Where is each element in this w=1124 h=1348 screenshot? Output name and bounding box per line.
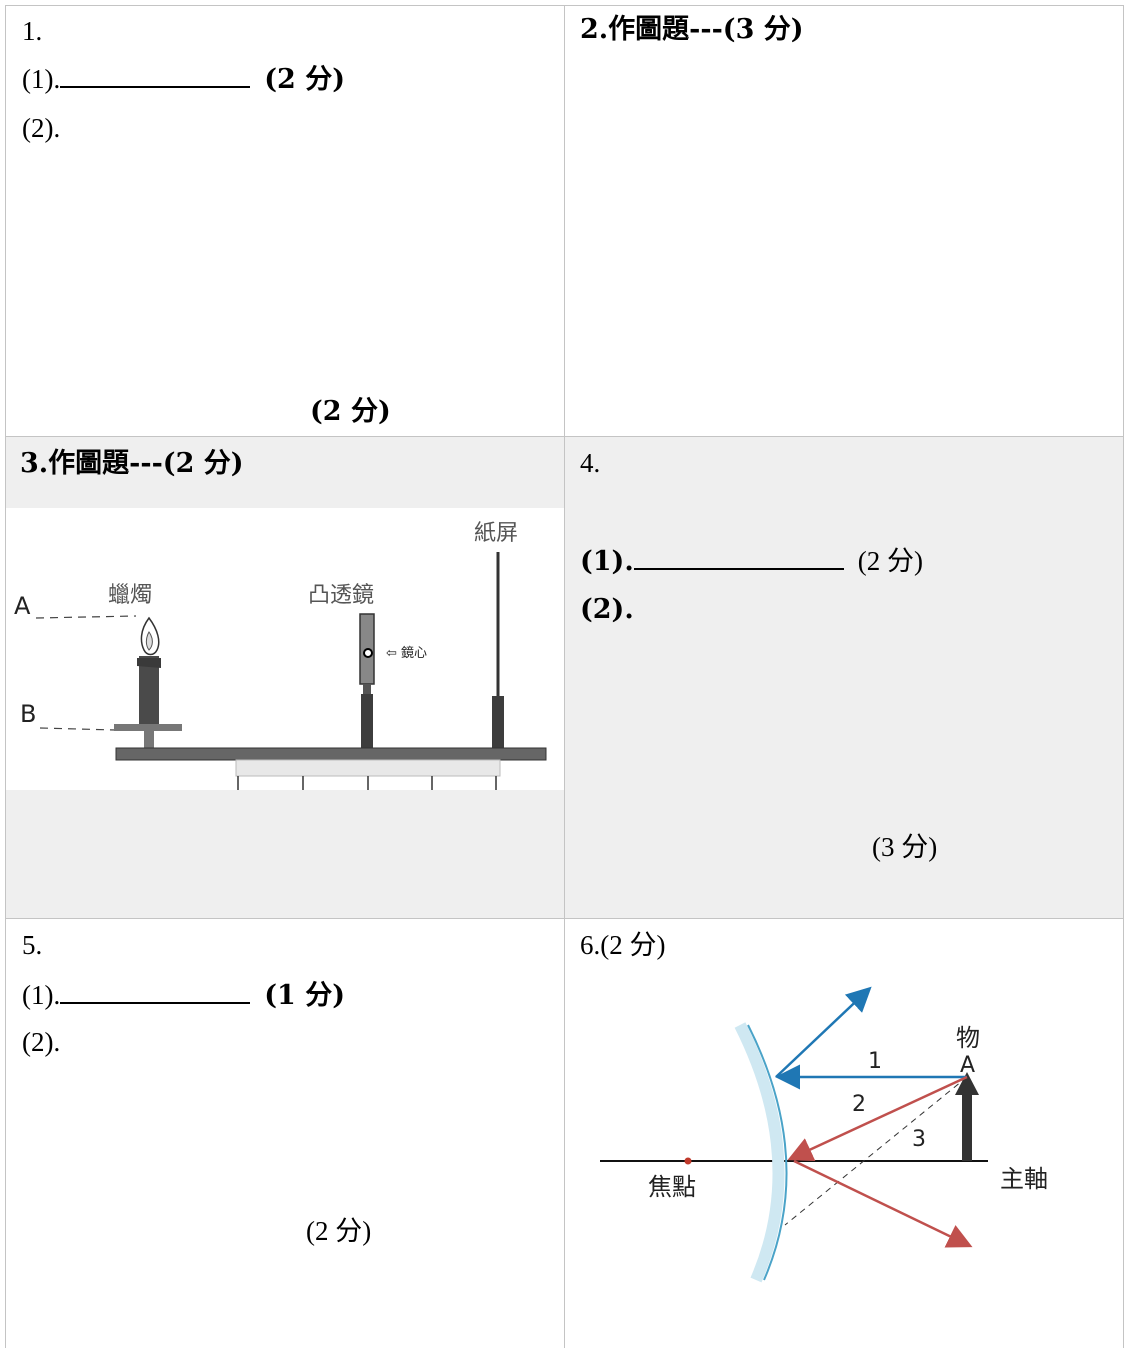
object-label: 物 [956, 1024, 980, 1052]
q5-part1: (1). (1 分) [22, 980, 345, 1011]
q1-number: 1. [22, 16, 43, 46]
focus-label: 焦點 [648, 1173, 696, 1201]
lens-center-label: ⇦ 鏡心 [386, 646, 427, 661]
q4-answer-blank-1[interactable] [633, 546, 844, 570]
candle-stand [144, 730, 154, 748]
mirror-back [734, 1022, 785, 1283]
q1-part2-score: (2 分) [310, 396, 391, 427]
ray-2-incident [787, 1075, 968, 1161]
q1-answer-blank-1[interactable] [60, 64, 251, 88]
point-a-dash [35, 615, 137, 619]
q1-part1: (1). (2 分) [22, 64, 345, 95]
candle-top [137, 658, 161, 668]
ray-3-label: 3 [912, 1127, 926, 1152]
column-divider [564, 5, 565, 1348]
q3-figure-background [6, 508, 564, 790]
q5-number: 5. [22, 930, 43, 960]
table-border-left [5, 5, 6, 1348]
ray-2-reflected [793, 1159, 973, 1248]
lens-label: 凸透鏡 [308, 583, 374, 608]
lens-stand [361, 694, 373, 750]
q3-lens-experiment-figure: 紙屏 蠟燭 凸透鏡 A B ⇦ 鏡心 [6, 508, 564, 790]
ray-1-reflected [775, 986, 872, 1078]
q4-cell-background [565, 437, 1123, 918]
construction-dashed-line [784, 1076, 968, 1226]
focal-point [684, 1157, 692, 1165]
point-a-label: A [960, 1053, 975, 1078]
q5-part2-score: (2 分) [306, 1216, 372, 1246]
q1-part2-label: (2). [22, 113, 61, 143]
q4-part1: (1). (2 分) [580, 546, 923, 577]
lens-center-dot [363, 648, 373, 658]
axis-label: 主軸 [1000, 1165, 1048, 1193]
lens-joint [363, 684, 371, 694]
q1-part1-score: (2 分) [264, 64, 345, 95]
q5-answer-blank-1[interactable] [60, 980, 251, 1004]
ray-2-label: 2 [852, 1092, 866, 1117]
candle-body [139, 656, 159, 726]
q5-part1-score: (1 分) [264, 980, 345, 1011]
candle-holder [114, 724, 182, 731]
q4-part1-score: (2 分) [857, 546, 923, 576]
q4-part1-label: (1). [580, 546, 634, 577]
screen-label: 紙屏 [474, 521, 518, 546]
candle-flame-inner [145, 631, 153, 651]
q4-part2-label: (2). [580, 594, 634, 625]
q6-convex-mirror-figure: 焦點 主軸 物 A 1 2 3 [600, 986, 1048, 1283]
q1-part1-label: (1). [22, 64, 61, 94]
point-b-dash [39, 727, 117, 731]
object-arrow-body [962, 1092, 972, 1161]
q2-title: 2.作圖題---(3 分) [580, 14, 804, 45]
convex-mirror [747, 1024, 788, 1281]
q4-part2-score: (3 分) [872, 832, 938, 862]
point-a-label: A [14, 592, 31, 620]
screen-stand [492, 696, 504, 750]
q4-number: 4. [580, 448, 601, 478]
q6-title: 6.(2 分) [580, 930, 666, 960]
q5-part1-label: (1). [22, 980, 61, 1010]
point-b-label: B [20, 700, 36, 728]
q5-part2-label: (2). [22, 1027, 61, 1057]
candle-label: 蠟燭 [108, 583, 152, 608]
object-arrow-head [955, 1072, 979, 1095]
optical-bench [115, 747, 547, 761]
ray-1-label: 1 [868, 1049, 882, 1074]
bench-ruler [235, 759, 501, 777]
q3-title: 3.作圖題---(2 分) [20, 448, 244, 479]
